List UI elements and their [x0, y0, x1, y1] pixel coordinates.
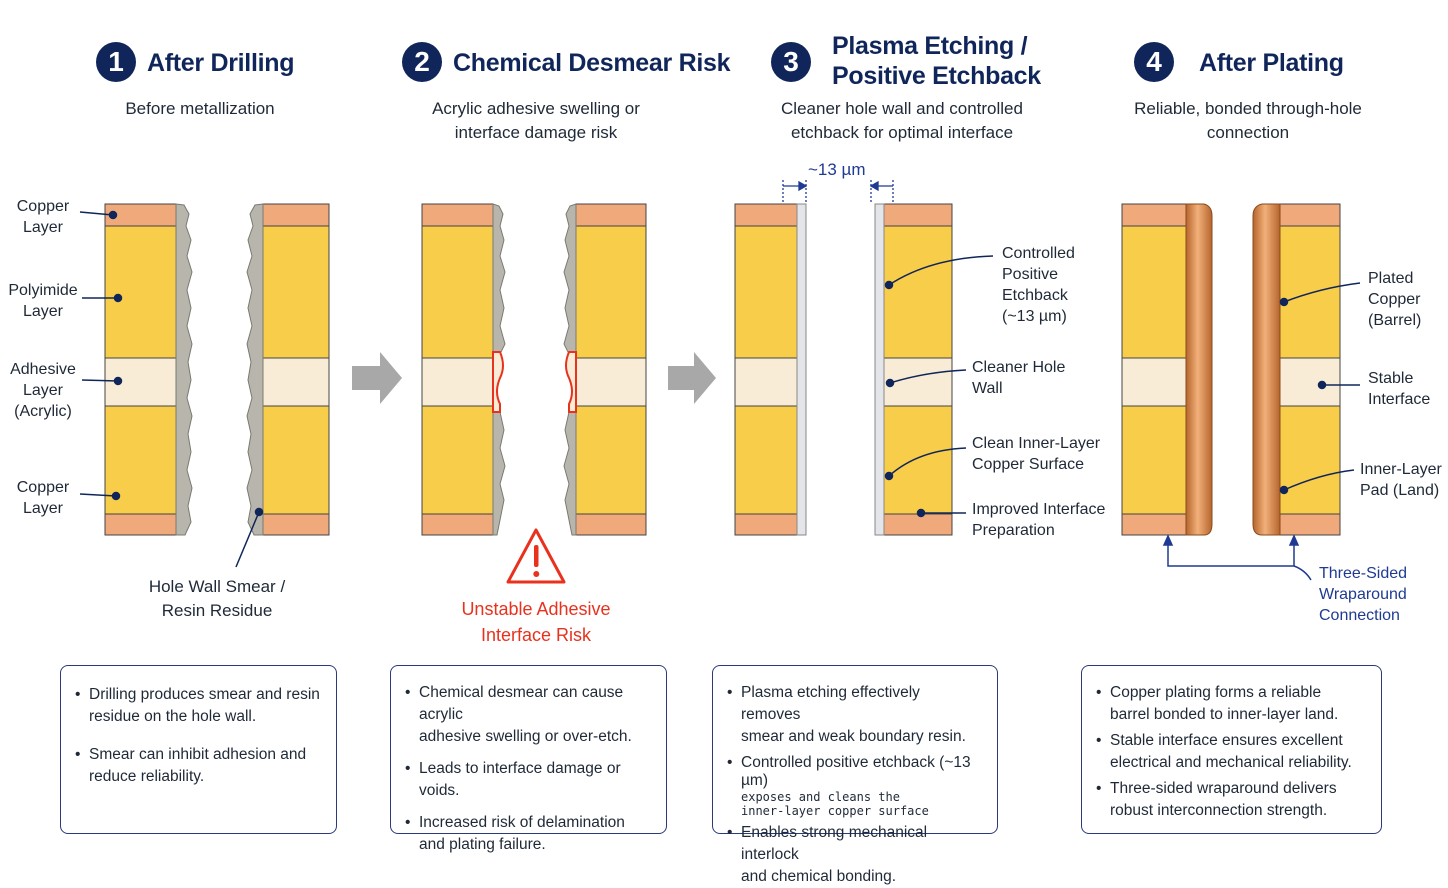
panel-4-left-barrel: [1185, 203, 1213, 536]
panel-3-right-wall: [874, 203, 885, 536]
info-box-3: Plasma etching effectively removessmear …: [712, 665, 998, 885]
step-4-title: After Plating: [1199, 49, 1344, 77]
panel-2-left-damage: [492, 351, 504, 413]
panel-4-left-stack: [1121, 203, 1191, 536]
step-1-number: 1: [96, 42, 136, 82]
panel-1-left-stack: [104, 203, 177, 536]
panel-1-right-smear: [246, 203, 264, 536]
flow-arrow-2: [668, 352, 716, 404]
label-hole-wall-smear: Hole Wall Smear /Resin Residue: [148, 577, 286, 620]
info-box-4-item: Stable interface ensures excellentelectr…: [1096, 730, 1367, 774]
info-box-2-item: Chemical desmear can cause acrylicadhesi…: [405, 682, 652, 748]
panel-2-right-damage: [565, 351, 577, 413]
process-diagram: [79, 180, 1361, 584]
step-4-number: 4: [1134, 42, 1174, 82]
panel-3-right-stack: [883, 203, 953, 536]
panel-3-left-stack: [734, 203, 798, 536]
wraparound-bracket: [1162, 534, 1312, 581]
panel-2-left-stack: [421, 203, 494, 536]
step-1-subtitle: Before metallization: [125, 99, 275, 118]
info-box-1: Drilling produces smear and resinresidue…: [60, 665, 337, 834]
info-box-3-item: Controlled positive etchback (~13 µm) ex…: [727, 754, 983, 818]
warning-icon: [506, 528, 566, 584]
panel-4-right-stack: [1275, 203, 1341, 536]
label-etchback-dimension: ~13 µm: [808, 160, 866, 179]
step-2-number: 2: [402, 42, 442, 82]
info-box-2-item: Leads to interface damage or voids.: [405, 758, 652, 802]
step-1-title: After Drilling: [147, 49, 295, 77]
info-box-2: Chemical desmear can cause acrylicadhesi…: [390, 665, 667, 853]
step-3-number: 3: [771, 42, 811, 82]
panel-1-right-stack: [262, 203, 330, 536]
flow-arrow-1: [352, 352, 402, 404]
etchback-dimension: [782, 180, 894, 204]
step-2-title: Chemical Desmear Risk: [453, 49, 731, 77]
step-3-title: Plasma Etching /Positive Etchback: [832, 32, 1041, 90]
panel-3-left-wall: [796, 203, 807, 536]
info-box-1-item: Drilling produces smear and resinresidue…: [75, 684, 322, 728]
panel-4-right-barrel: [1252, 203, 1281, 536]
panel-1-left-smear: [175, 203, 193, 536]
info-box-3-item: Plasma etching effectively removessmear …: [727, 682, 983, 748]
panel-2-right-stack: [575, 203, 647, 536]
